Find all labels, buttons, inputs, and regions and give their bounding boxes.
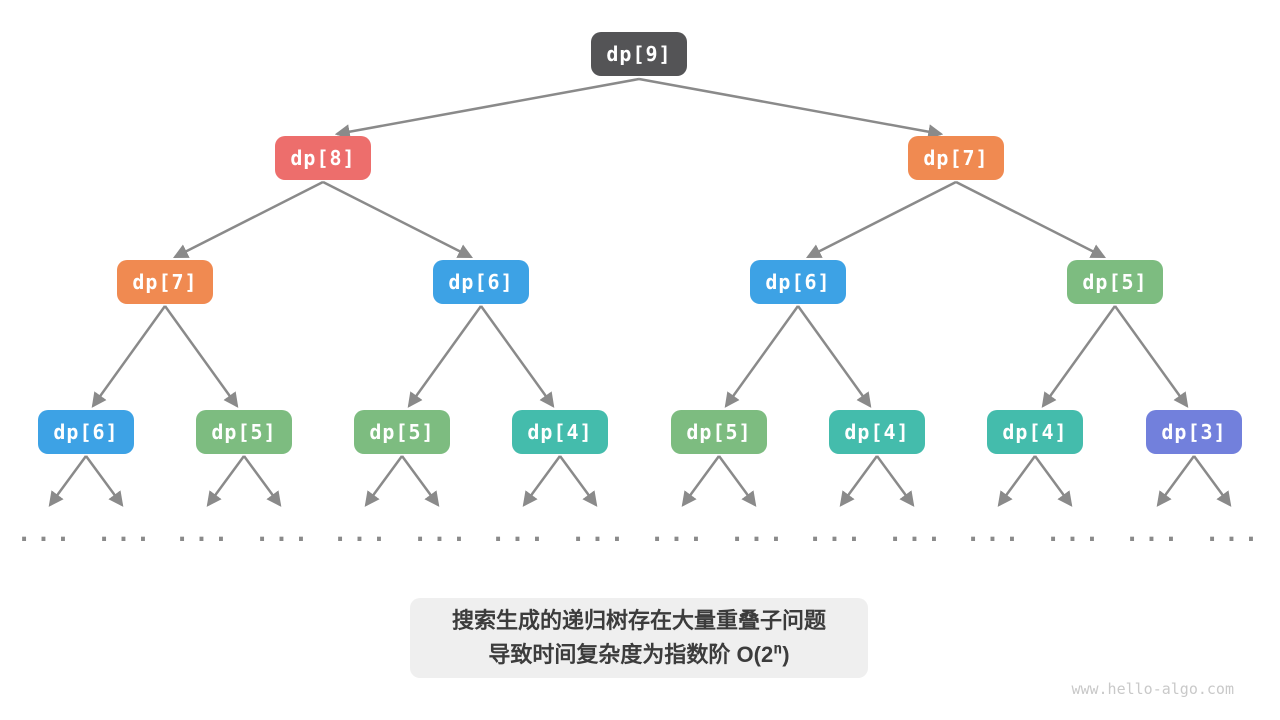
caption-exponent: n [773, 639, 783, 658]
caption-line-1: 搜索生成的递归树存在大量重叠子问题 [451, 608, 826, 633]
leaf-ellipsis: ... [16, 519, 76, 547]
leaf-ellipsis: ... [1204, 519, 1264, 547]
tree-node-dp4: dp[4] [512, 410, 608, 454]
tree-node-dp9: dp[9] [591, 32, 687, 76]
tree-node-dp4: dp[4] [829, 410, 925, 454]
leaf-ellipsis: ... [1124, 519, 1184, 547]
leaf-ellipsis: ... [490, 519, 550, 547]
tree-node-dp7: dp[7] [908, 136, 1004, 180]
tree-node-dp7: dp[7] [117, 260, 213, 304]
tree-node-dp5: dp[5] [354, 410, 450, 454]
tree-node-dp6: dp[6] [38, 410, 134, 454]
tree-node-dp8: dp[8] [275, 136, 371, 180]
caption-line-2: 导致时间复杂度为指数阶 O(2n) [488, 639, 790, 667]
tree-node-dp6: dp[6] [750, 260, 846, 304]
leaf-ellipsis: ... [332, 519, 392, 547]
leaf-ellipsis: ... [96, 519, 156, 547]
tree-node-dp3: dp[3] [1146, 410, 1242, 454]
tree-node-dp5: dp[5] [1067, 260, 1163, 304]
leaf-ellipsis: ... [254, 519, 314, 547]
leaf-ellipsis: ... [965, 519, 1025, 547]
leaf-ellipsis: ... [570, 519, 630, 547]
leaf-ellipsis: ... [412, 519, 472, 547]
leaf-ellipsis: ... [649, 519, 709, 547]
tree-node-dp5: dp[5] [196, 410, 292, 454]
leaf-ellipsis: ... [1045, 519, 1105, 547]
watermark: www.hello-algo.com [1071, 680, 1234, 698]
leaf-ellipsis: ... [807, 519, 867, 547]
tree-node-dp4: dp[4] [987, 410, 1083, 454]
tree-node-dp6: dp[6] [433, 260, 529, 304]
leaf-ellipsis: ... [729, 519, 789, 547]
leaf-ellipsis: ... [887, 519, 947, 547]
leaf-ellipsis: ... [174, 519, 234, 547]
tree-node-dp5: dp[5] [671, 410, 767, 454]
caption-box: 搜索生成的递归树存在大量重叠子问题 导致时间复杂度为指数阶 O(2n) [410, 598, 868, 678]
